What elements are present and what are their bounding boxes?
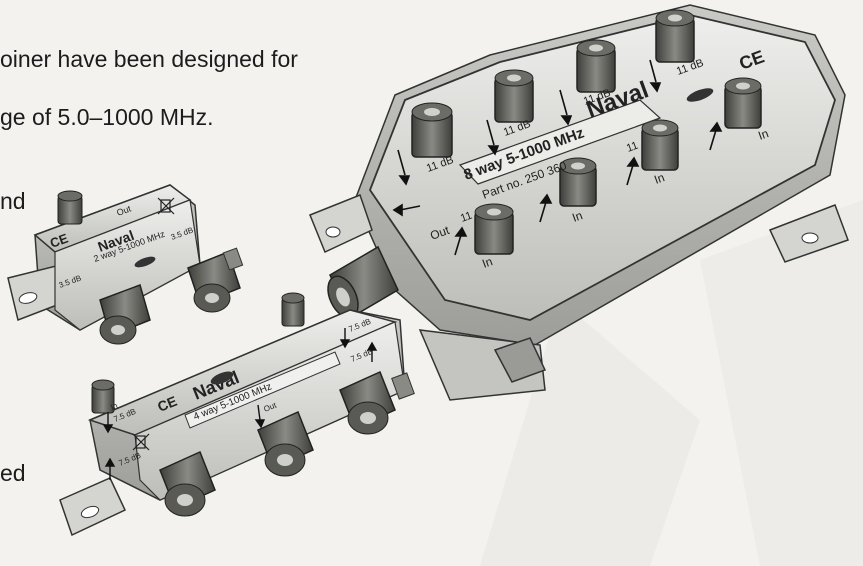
out-label: Out xyxy=(115,203,133,218)
model-label-plate xyxy=(458,99,662,185)
f-connector-icon xyxy=(91,379,115,414)
small-splitter: 2 way 5-1000 MHz Naval CE Out 3.5 dB 3.5… xyxy=(7,184,244,345)
ce-mark: CE xyxy=(48,230,70,250)
f-connector-icon xyxy=(257,410,314,477)
description-line-3: nd xyxy=(0,188,26,214)
f-connector-icon xyxy=(187,251,241,313)
description-line-1: oiner have been designed for xyxy=(0,46,298,72)
f-connector-icon xyxy=(57,190,83,225)
flow-arrow-icon xyxy=(102,328,378,480)
in-label: In xyxy=(756,126,770,143)
flow-arrow-icon xyxy=(392,59,723,256)
f-connector-icon xyxy=(327,245,399,320)
weee-bin-icon xyxy=(157,197,175,215)
ce-mark: CE xyxy=(155,393,179,415)
f-connector-icon xyxy=(281,292,305,327)
large-splitter: 8 way 5-1000 MHz Part no. 250 360 Naval … xyxy=(309,4,849,401)
f-connector-icon xyxy=(99,284,151,345)
f-connector-icon xyxy=(339,370,396,435)
out-label: Out xyxy=(428,223,452,243)
f-connector-icon xyxy=(159,450,216,517)
f-connector-icon xyxy=(411,102,453,158)
in-label: In xyxy=(570,208,584,225)
in-label: In xyxy=(109,401,119,412)
f-connector-icon xyxy=(724,77,762,129)
description-line-2: ge of 5.0–1000 MHz. xyxy=(0,104,214,130)
port-gain-label-short: 11 xyxy=(459,210,474,225)
flange-left xyxy=(309,194,373,254)
f-connector-icon xyxy=(474,203,514,255)
in-label: In xyxy=(652,170,666,187)
description-line-4: ed xyxy=(0,460,26,486)
f-connector-icon xyxy=(655,9,695,63)
in-label: In xyxy=(480,254,494,271)
mid-splitter: 4 way 5-1000 MHz Naval CE Out In 7.5 dB … xyxy=(59,292,415,537)
port-gain-label-short: 11 xyxy=(625,140,640,155)
f-connector-icon xyxy=(641,119,679,171)
f-connector-icon xyxy=(576,39,616,93)
weee-bin-icon xyxy=(132,433,150,451)
f-connector-icon xyxy=(559,157,597,207)
f-connector-icon xyxy=(494,69,534,123)
